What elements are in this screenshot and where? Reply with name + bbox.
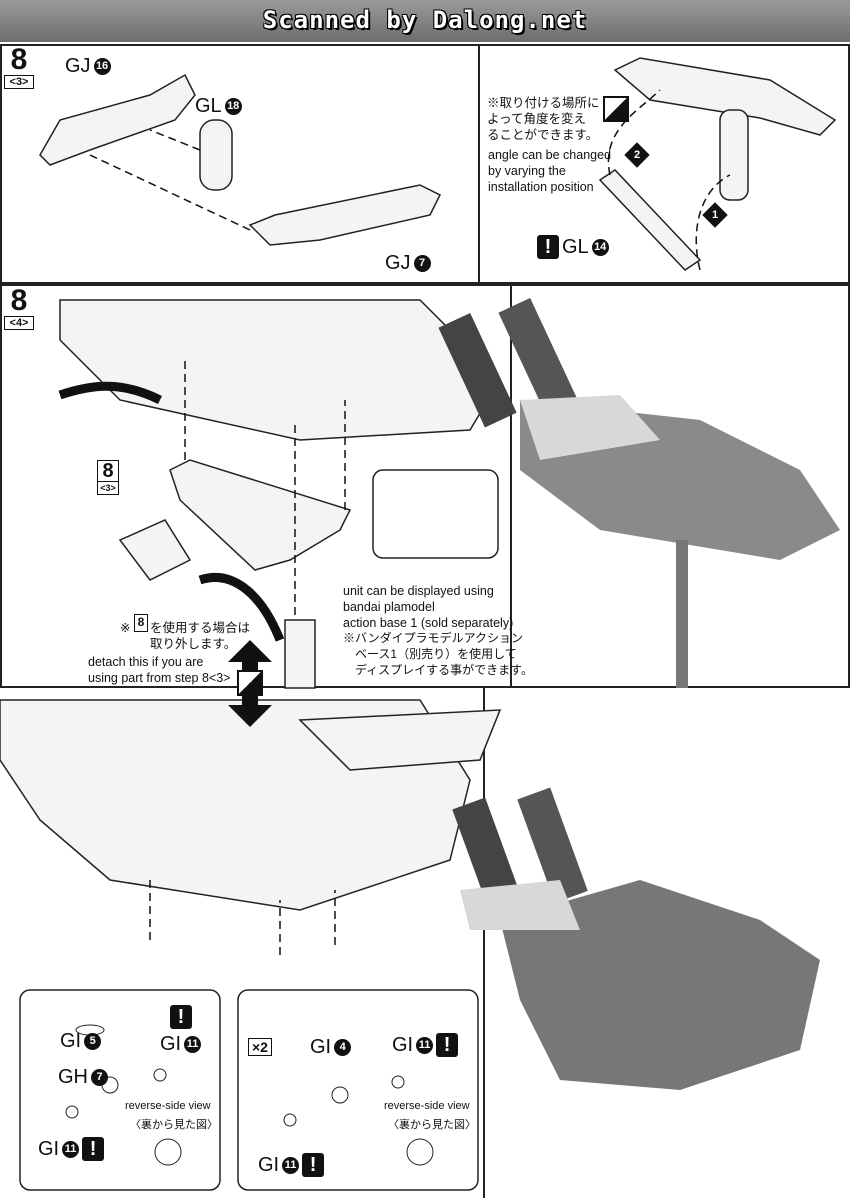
reverse-view-label-en: reverse-side view (384, 1100, 470, 1112)
reverse-view-label-jp: 〈裏から見た図〉 (130, 1119, 218, 1131)
reverse-view-label-jp: 〈裏から見た図〉 (388, 1119, 476, 1131)
banner-text: Scanned by Dalong.net (262, 6, 588, 34)
warning-icon: ! (537, 235, 559, 259)
photo-assembled-with-wheels (452, 787, 820, 1090)
quantity-x2-badge: ×2 (248, 1038, 272, 1056)
angle-adjust-icon (603, 96, 629, 122)
warning-icon: ! (302, 1153, 325, 1177)
detach-note-en: detach this if you are using part from s… (88, 655, 231, 685)
angle-adjust-icon (237, 670, 263, 696)
angle-note-jp: ※取り付ける場所に よって角度を変え ることができます。 (487, 96, 600, 142)
part-gl18 (199, 119, 233, 191)
ref-step-number: 8 (97, 460, 119, 482)
action-base-note-jp: ※バンダイプラモデルアクション ベース1（別売り）を使用して ディスプレイする事… (343, 631, 533, 677)
action-base-note-en: unit can be displayed using bandai plamo… (343, 584, 514, 630)
detach-prefix: ※ (120, 621, 131, 635)
photo-assembled-on-stand (438, 297, 840, 688)
divider (478, 44, 480, 284)
step-8-3-panel (0, 44, 850, 284)
divider (483, 688, 485, 1198)
substep-number: <4> (4, 316, 34, 330)
part-gj16 (39, 73, 196, 166)
ref-substep-number: <3> (97, 481, 119, 495)
reverse-view-label-en: reverse-side view (125, 1100, 211, 1112)
warning-icon: ! (82, 1137, 105, 1161)
part-gj7 (248, 184, 442, 246)
divider (510, 284, 512, 688)
angle-note-en: angle can be changed by varying the inst… (488, 148, 612, 194)
step-8-3-ref-icon: 8 (134, 614, 148, 632)
warning-icon: ! (170, 1005, 192, 1029)
part-gl14 (598, 169, 702, 271)
assembly (613, 57, 837, 136)
step-8-4-panel (0, 284, 850, 688)
detach-note-jp: を使用する場合は 取り外します。 (150, 621, 251, 651)
step-number: 8 (10, 43, 28, 76)
scan-banner: Scanned by Dalong.net (0, 0, 850, 42)
substep-number: <3> (4, 75, 34, 89)
step-number: 8 (10, 284, 28, 317)
warning-icon: ! (436, 1033, 459, 1057)
